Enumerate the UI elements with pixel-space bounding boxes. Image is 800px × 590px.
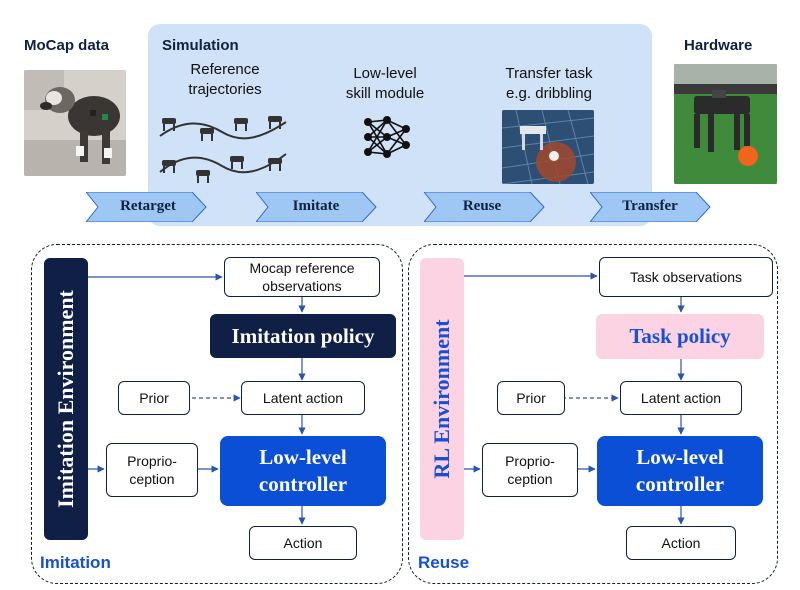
reuse-chevron (424, 192, 545, 222)
imitate-chevron (256, 192, 377, 222)
imitation-controller-box: Low-level controller (220, 436, 386, 506)
simulation-title: Simulation (162, 37, 239, 54)
transfer-step: Transfer (622, 198, 678, 214)
transfer-chevron (590, 192, 711, 222)
skill-module-caption: Low-level skill module (345, 65, 425, 102)
dribbling-sim-image (502, 110, 594, 184)
imitation-panel-label: Imitation (40, 553, 111, 572)
mocap-observations-box: Mocap reference observations (224, 257, 380, 297)
imitation-panel (31, 244, 403, 584)
dog-photo (24, 70, 126, 176)
transfer-task-caption: Transfer task e.g. dribbling (505, 65, 593, 102)
rl-environment-bar: RL Environment (420, 258, 464, 540)
imitation-latent-action-box: Latent action (241, 381, 365, 415)
imitation-prior-box: Prior (118, 381, 190, 415)
reuse-panel-label: Reuse (418, 553, 470, 572)
mocap-title: MoCap data (24, 37, 110, 54)
reuse-latent-action-box: Latent action (620, 381, 742, 415)
reference-trajectories-illustration (159, 116, 287, 183)
robot-silhouette-icon (162, 116, 282, 183)
retarget-step: Retarget (120, 198, 176, 214)
imitation-proprioception-box: Proprio- ception (106, 443, 198, 497)
reuse-controller-box: Low-level controller (597, 436, 763, 506)
neural-network-icon (364, 116, 410, 158)
hardware-title: Hardware (684, 37, 753, 54)
reuse-step: Reuse (462, 198, 502, 214)
reuse-prior-box: Prior (497, 381, 565, 415)
robot-photo (674, 64, 777, 184)
task-observations-box: Task observations (599, 257, 773, 297)
task-policy-box: Task policy (596, 314, 764, 359)
reuse-panel (408, 244, 778, 584)
reuse-proprioception-box: Proprio- ception (482, 443, 578, 497)
retarget-chevron (86, 192, 207, 222)
reuse-action-box: Action (626, 526, 736, 560)
reference-trajectories-caption: Reference trajectories (188, 61, 262, 98)
imitation-action-box: Action (249, 526, 357, 560)
imitation-environment-bar: Imitation Environment (44, 258, 88, 540)
imitate-step: Imitate (292, 198, 340, 214)
rl-environment-label: RL Environment (429, 319, 454, 479)
imitation-environment-label: Imitation Environment (53, 290, 78, 508)
imitation-policy-box: Imitation policy (210, 314, 396, 358)
